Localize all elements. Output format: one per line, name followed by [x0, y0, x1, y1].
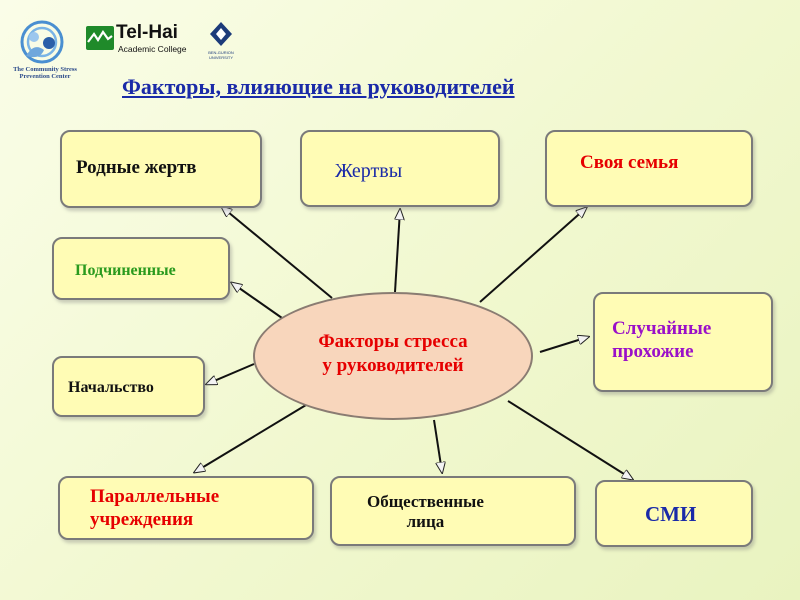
arrow-to-bystanders — [539, 337, 588, 353]
logos: The Community Stress Prevention Center T… — [10, 16, 234, 86]
node-public-figures: Общественные лица — [330, 476, 576, 546]
node-public-figures-label: Общественные лица — [367, 492, 484, 532]
tel-hai-subtitle: Academic College — [118, 44, 187, 54]
node-superiors-label: Начальство — [68, 379, 154, 396]
tel-hai-icon — [86, 26, 114, 50]
node-parallel: Параллельные учреждения — [58, 476, 314, 540]
arrow-to-victims — [394, 210, 400, 293]
node-victims-label: Жертвы — [335, 160, 403, 182]
center-node: Факторы стресса у руководителей — [253, 292, 533, 420]
node-victims: Жертвы — [300, 130, 500, 207]
node-relatives-label: Родные жертв — [76, 157, 197, 178]
arrow-to-parallel — [195, 404, 307, 472]
node-subordinates: Подчиненные — [52, 237, 230, 300]
node-bystanders-label: Случайные прохожие — [612, 318, 712, 362]
bgu-emblem-icon — [210, 22, 232, 46]
tel-hai-logo: Tel-Hai Academic College — [86, 22, 204, 60]
csc-logo-icon — [20, 20, 64, 64]
bgu-logo: BEN-GURION UNIVERSITY — [208, 20, 234, 64]
node-parallel-label: Параллельные учреждения — [90, 486, 220, 530]
node-family: Своя семья — [545, 130, 753, 207]
arrow-to-relatives — [222, 207, 333, 299]
node-bystanders: Случайные прохожие — [593, 292, 773, 392]
node-subordinates-label: Подчиненные — [75, 262, 176, 279]
node-media: СМИ — [595, 480, 753, 547]
tel-hai-name: Tel-Hai — [116, 22, 178, 43]
arrow-to-media — [507, 400, 632, 479]
bgu-caption: BEN-GURION UNIVERSITY — [208, 50, 234, 60]
page-title: Факторы, влияющие на руководителей — [122, 74, 515, 99]
arrow-to-family — [479, 208, 586, 303]
node-superiors: Начальство — [52, 356, 205, 417]
center-node-label: Факторы стресса у руководителей — [318, 331, 468, 376]
node-family-label: Своя семья — [580, 152, 679, 173]
arrow-to-superiors — [207, 363, 255, 384]
arrow-to-subordinates — [232, 283, 283, 319]
csc-logo-caption: The Community Stress Prevention Center — [13, 66, 77, 80]
arrow-to-public — [433, 419, 442, 472]
node-relatives: Родные жертв — [60, 130, 262, 208]
node-media-label: СМИ — [645, 502, 697, 526]
